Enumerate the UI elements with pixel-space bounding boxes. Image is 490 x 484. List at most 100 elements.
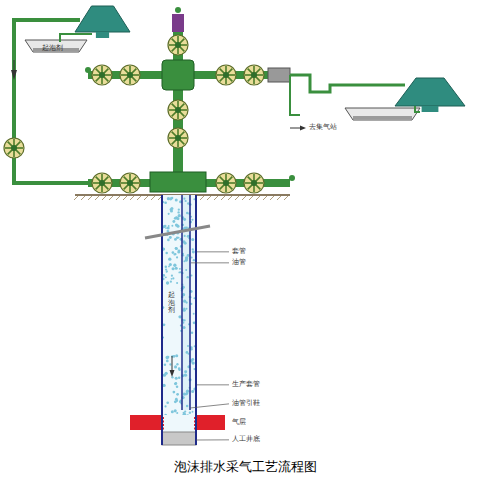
foam-bubble xyxy=(166,271,168,273)
casing-head xyxy=(150,172,206,192)
foam-bubble xyxy=(176,236,179,239)
ground-hatch xyxy=(263,196,267,200)
foam-bubble xyxy=(165,268,167,270)
foam-bubble xyxy=(170,209,173,212)
foam-bubble xyxy=(170,207,173,210)
foam-bubble xyxy=(167,239,170,242)
leader-line xyxy=(191,262,229,263)
hanger-bar xyxy=(145,226,210,238)
foam-bubble xyxy=(166,230,168,232)
ground-hatch xyxy=(242,196,246,200)
ground-hatch xyxy=(95,196,99,200)
foam-bubble xyxy=(187,353,189,355)
foam-bubble xyxy=(165,252,168,255)
ground-hatch xyxy=(102,196,106,200)
foam-bubble xyxy=(183,198,185,200)
ground-hatch xyxy=(277,196,281,200)
foam-bubble xyxy=(172,251,175,254)
foam-bubble xyxy=(191,390,194,393)
foam-bubble xyxy=(192,411,194,413)
flow-arrow xyxy=(290,128,300,129)
valve-symbol xyxy=(168,35,188,55)
flow-arrow xyxy=(14,60,15,70)
foam-bubble xyxy=(175,354,178,357)
foam-bubble xyxy=(170,281,172,283)
gas-layer xyxy=(130,415,225,430)
part-label: 油管引鞋 xyxy=(232,400,260,408)
ground-hatch xyxy=(228,196,232,200)
tank-symbol xyxy=(345,108,420,120)
foam-bubble xyxy=(187,276,189,278)
tubing-wall xyxy=(181,195,183,410)
foam-bubble xyxy=(174,365,177,368)
foam-bubble xyxy=(175,382,177,384)
ground-hatch xyxy=(123,196,127,200)
valve-symbol xyxy=(216,65,236,85)
foam-bubble xyxy=(189,411,191,413)
foam-bubble xyxy=(184,410,186,412)
foam-bubble xyxy=(175,399,178,402)
outlet-pipe xyxy=(290,75,300,115)
ground-hatch xyxy=(235,196,239,200)
foam-bubble xyxy=(191,238,194,241)
foam-bubble xyxy=(173,264,176,267)
valve-symbol xyxy=(216,173,236,193)
valve-symbol xyxy=(92,65,112,85)
valve-symbol xyxy=(168,128,188,148)
foam-bubble xyxy=(175,247,177,249)
ground-hatch xyxy=(130,196,134,200)
foam-bubble xyxy=(174,382,177,385)
outlet-pipe xyxy=(290,75,405,92)
foam-bubble xyxy=(174,217,177,220)
foam-bubble xyxy=(172,220,175,223)
flow-arrow xyxy=(11,70,17,80)
ground-hatch xyxy=(151,196,155,200)
foam-bubble xyxy=(172,277,174,279)
ground-hatch xyxy=(137,196,141,200)
gauge-cap xyxy=(172,14,184,32)
foam-bubble xyxy=(185,258,188,261)
valve-symbol xyxy=(120,173,140,193)
foam-bubble xyxy=(169,236,172,239)
part-label: 油管 xyxy=(232,259,246,267)
flow-arrow xyxy=(300,126,306,131)
foam-bubble xyxy=(183,394,185,396)
foam-bubble xyxy=(168,213,170,215)
foam-bubble xyxy=(164,364,167,367)
ground-hatch xyxy=(74,196,78,200)
foam-bubble xyxy=(176,256,178,258)
foam-bubble xyxy=(191,257,193,259)
foam-bubble xyxy=(166,281,169,284)
foam-bubble xyxy=(187,254,190,257)
foam-bubble xyxy=(176,363,178,365)
foam-bubble xyxy=(171,275,173,277)
foam-bubble xyxy=(183,218,186,221)
casing-wall xyxy=(161,195,163,445)
foam-bubble xyxy=(164,405,166,407)
foam-bubble xyxy=(169,363,171,365)
foam-bubble xyxy=(187,202,190,205)
outlet-pipe xyxy=(415,106,420,112)
foam-bubble xyxy=(179,268,181,270)
foam-bubble xyxy=(178,367,181,370)
foam-bubble xyxy=(175,223,178,226)
foam-bubble xyxy=(165,265,167,267)
tubing-wall xyxy=(189,195,191,410)
ground-hatch xyxy=(200,196,204,200)
foam-bubble xyxy=(176,393,179,396)
foam-bubble xyxy=(166,360,169,363)
foam-bubble xyxy=(192,248,194,250)
foam-bubble xyxy=(166,356,169,359)
ground-hatch xyxy=(256,196,260,200)
figure-caption: 泡沫排水采气工艺流程图 xyxy=(174,458,317,476)
ground-hatch xyxy=(81,196,85,200)
ground-hatch xyxy=(284,196,288,200)
foam-bubble xyxy=(175,198,178,201)
wellhead-cross xyxy=(162,60,194,90)
foam-bubble xyxy=(184,370,187,373)
foam-bubble xyxy=(185,269,187,271)
foam-bubble xyxy=(174,409,177,412)
foam-bubble xyxy=(184,374,187,377)
part-label: 生产套管 xyxy=(232,381,260,389)
